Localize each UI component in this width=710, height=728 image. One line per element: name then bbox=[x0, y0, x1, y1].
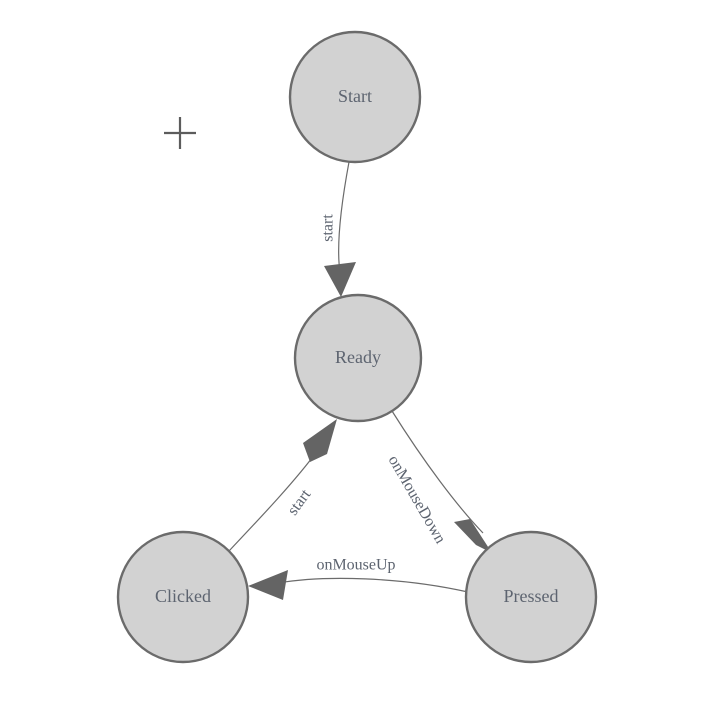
arrowhead-into-pressed bbox=[454, 519, 492, 553]
edge-label-start-to-ready: start bbox=[320, 214, 337, 242]
node-label-pressed: Pressed bbox=[504, 586, 559, 606]
node-pressed[interactable]: Pressed bbox=[464, 530, 598, 664]
node-start[interactable]: Start bbox=[288, 30, 422, 164]
edge-start-to-ready[interactable] bbox=[324, 161, 356, 297]
edge-label-ready-to-pressed: onMouseDown bbox=[385, 453, 449, 547]
node-label-clicked: Clicked bbox=[155, 586, 211, 606]
arrowhead-into-ready-from-start bbox=[324, 262, 356, 297]
edge-line-start-to-ready[interactable] bbox=[338, 161, 350, 273]
edge-clicked-to-ready[interactable] bbox=[228, 419, 337, 552]
edge-ready-to-pressed[interactable] bbox=[391, 410, 492, 553]
node-circle-clicked[interactable] bbox=[116, 530, 250, 664]
node-ready[interactable]: Ready bbox=[293, 293, 423, 423]
edge-line-ready-to-pressed[interactable] bbox=[391, 410, 484, 534]
arrowhead-into-ready-from-clicked bbox=[303, 419, 337, 462]
edge-label-clicked-to-ready: start bbox=[284, 486, 314, 519]
node-label-start: Start bbox=[338, 86, 372, 106]
node-circle-start[interactable] bbox=[288, 30, 422, 164]
arrowhead-into-clicked bbox=[248, 570, 288, 600]
edge-line-pressed-to-clicked[interactable] bbox=[277, 577, 469, 593]
node-label-ready: Ready bbox=[335, 347, 381, 367]
edge-pressed-to-clicked[interactable] bbox=[248, 570, 469, 600]
node-circle-ready[interactable] bbox=[293, 293, 423, 423]
crosshair-icon bbox=[164, 117, 196, 149]
edge-label-pressed-to-clicked: onMouseUp bbox=[316, 557, 395, 574]
node-clicked[interactable]: Clicked bbox=[116, 530, 250, 664]
node-circle-pressed[interactable] bbox=[464, 530, 598, 664]
